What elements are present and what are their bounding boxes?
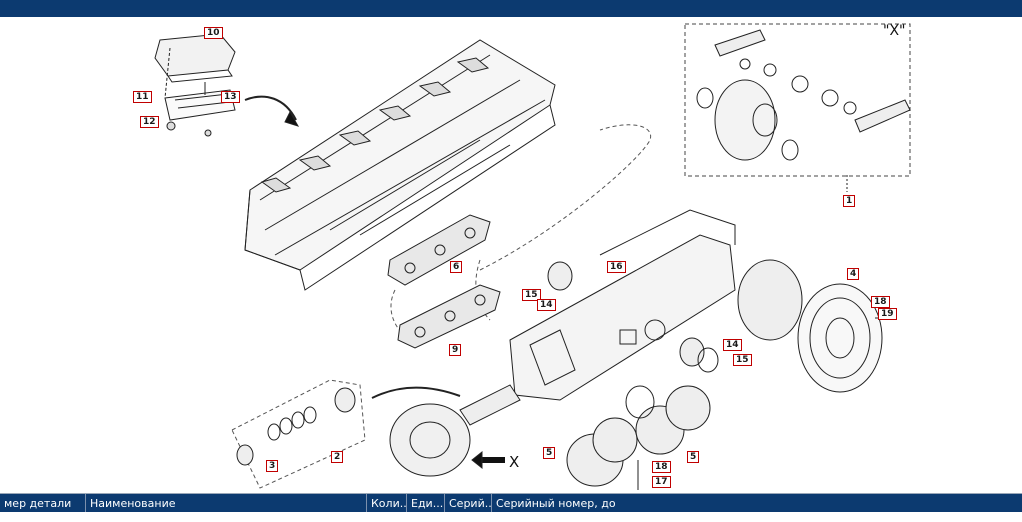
callout-14[interactable]: 14	[723, 339, 742, 351]
col-quantity[interactable]: Коли...	[367, 494, 407, 513]
callout-9[interactable]: 9	[449, 344, 462, 356]
track-rollers	[566, 385, 711, 490]
col-unit[interactable]: Еди...	[407, 494, 445, 513]
detail-x-frame	[684, 23, 911, 177]
callout-18[interactable]: 18	[652, 461, 671, 473]
track-link-assembly	[387, 214, 501, 349]
callout-3[interactable]: 3	[266, 460, 279, 472]
callout-15[interactable]: 15	[522, 289, 541, 301]
callout-4[interactable]: 4	[847, 268, 860, 280]
col-serial-to[interactable]: Серийный номер, до	[496, 497, 616, 510]
callout-10[interactable]: 10	[204, 27, 223, 39]
exploded-view-drawing	[154, 23, 911, 490]
col-part-number[interactable]: мер детали	[0, 494, 86, 513]
callout-17[interactable]: 17	[652, 476, 671, 488]
direction-label: X	[509, 453, 520, 471]
callout-6[interactable]: 6	[450, 261, 463, 273]
callout-1[interactable]: 1	[843, 195, 856, 207]
parts-table-header: мер детали Наименование Коли... Еди... С…	[0, 493, 1022, 513]
callout-5[interactable]: 5	[543, 447, 556, 459]
callout-19[interactable]: 19	[878, 308, 897, 320]
table-row[interactable]	[0, 512, 1022, 522]
idler-assembly	[371, 384, 521, 477]
callout-5[interactable]: 5	[687, 451, 700, 463]
idler-detail	[696, 29, 911, 161]
callout-14[interactable]: 14	[537, 299, 556, 311]
top-bar	[0, 0, 1022, 17]
callout-15[interactable]: 15	[733, 354, 752, 366]
callout-16[interactable]: 16	[607, 261, 626, 273]
col-serial-from[interactable]: Серий...	[445, 494, 492, 513]
recoil-parts	[231, 379, 366, 489]
callout-11[interactable]: 11	[133, 91, 152, 103]
detail-view-label: "X"	[883, 23, 906, 39]
callout-12[interactable]: 12	[140, 116, 159, 128]
parts-diagram: 10 11 13 12 6 9 16 15 14 4 18 19 14 15 3…	[0, 17, 1022, 493]
callout-18[interactable]: 18	[871, 296, 890, 308]
direction-arrow	[244, 95, 297, 121]
track-shoe-part	[154, 33, 236, 137]
sprocket-assembly	[737, 259, 895, 393]
callout-2[interactable]: 2	[331, 451, 344, 463]
track-chain	[244, 39, 556, 291]
callout-13[interactable]: 13	[221, 91, 240, 103]
col-name[interactable]: Наименование	[86, 494, 367, 513]
